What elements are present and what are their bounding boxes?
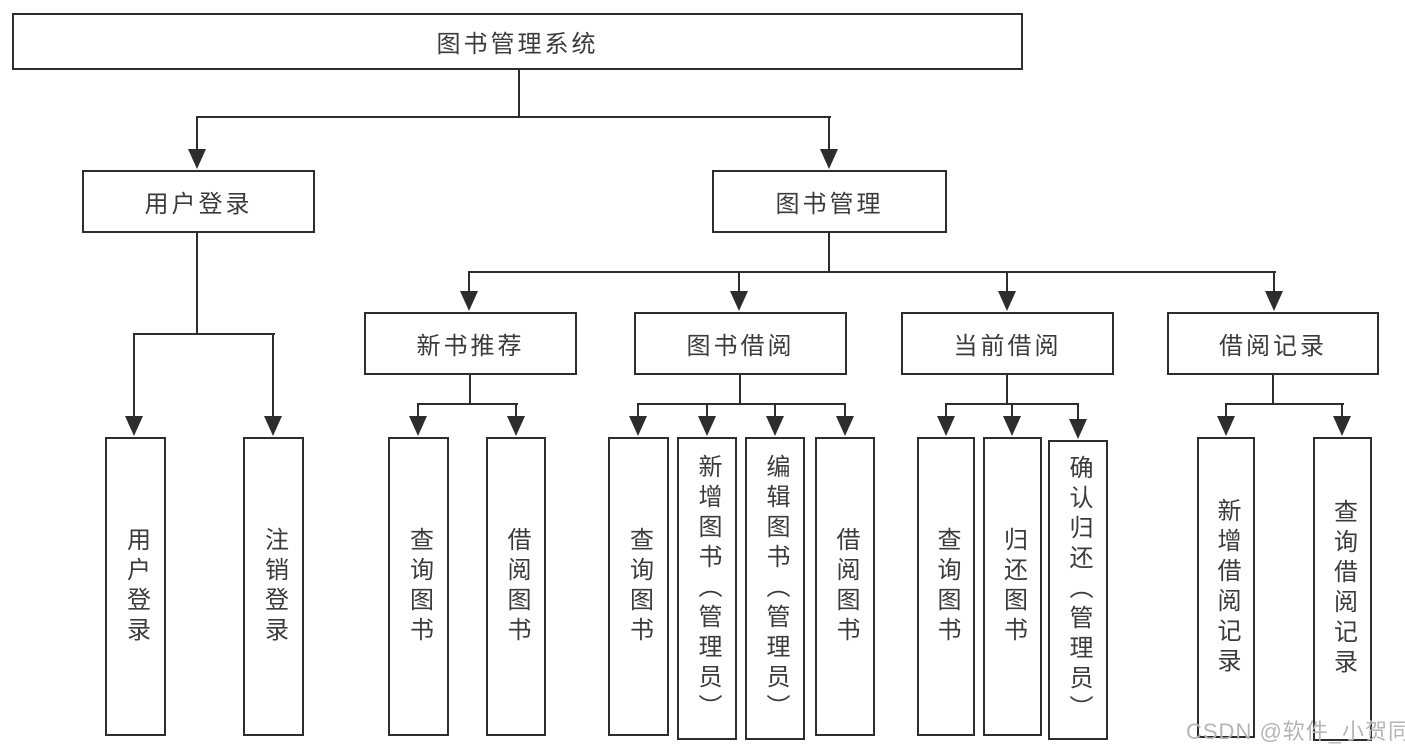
arrow-down-icon [264,416,282,436]
connector-book-mgmt-stem [828,233,830,273]
connector-arrow-stem [945,403,947,419]
leaf-label: 查询图书 [625,526,653,647]
arrow-down-icon [409,416,427,436]
leaf-label: 归还图书 [999,526,1027,647]
connector-arrow-stem [417,403,419,419]
leaf-borrow-books-recommend: 借阅图书 [486,437,546,736]
leaf-label: 新增图书（管理员） [694,453,721,724]
node-label: 当前借阅 [953,333,1062,360]
connector-group-split [637,403,846,405]
arrow-down-icon [188,149,206,169]
arrow-down-icon [820,149,838,169]
connector-group-split [417,403,518,405]
connector-level1-split [196,116,831,118]
connector-arrow-stem [1006,271,1008,294]
connector-arrow-stem [196,116,198,152]
arrow-down-icon [937,416,955,436]
connector-group-stem [1006,375,1008,405]
leaf-return-books: 归还图书 [983,437,1042,736]
connector-arrow-stem [1011,403,1013,419]
node-label: 图书管理系统 [436,31,599,58]
arrow-down-icon [1003,416,1021,436]
connector-arrow-stem [1341,403,1343,419]
connector-group-stem [1272,375,1274,405]
watermark-text: CSDN @软件_小贺同学 [1186,719,1405,744]
leaf-label: 新增借阅记录 [1213,497,1240,678]
node-library-management-system: 图书管理系统 [12,13,1023,70]
arrow-down-icon [998,291,1016,311]
arrow-down-icon [1217,416,1235,436]
leaf-label: 查询图书 [933,526,960,647]
leaf-query-borrow-record: 查询借阅记录 [1313,437,1372,741]
leaf-add-book-admin: 新增图书（管理员） [677,437,737,740]
arrow-down-icon [629,416,647,436]
node-label: 图书借阅 [686,333,795,360]
arrow-down-icon [766,416,784,436]
leaf-query-books-recommend: 查询图书 [388,437,449,736]
leaf-query-books-borrow: 查询图书 [608,437,669,736]
leaf-borrow-books-borrow: 借阅图书 [815,437,875,736]
connector-arrow-stem [738,271,740,294]
leaf-logout: 注销登录 [243,437,304,736]
connector-user-login-stem [196,233,198,335]
node-borrowing-records: 借阅记录 [1167,312,1379,375]
connector-group-split [1225,403,1344,405]
leaf-user-login: 用户登录 [105,437,166,736]
connector-arrow-stem [515,403,517,419]
leaf-label: 借阅图书 [503,526,530,647]
arrow-down-icon [836,416,854,436]
connector-arrow-stem [774,403,776,419]
leaf-confirm-return-admin: 确认归还（管理员） [1048,440,1108,740]
leaf-label: 查询借阅记录 [1329,499,1357,679]
leaf-edit-book-admin: 编辑图书（管理员） [745,437,805,740]
connector-arrow-stem [1225,403,1227,419]
connector-arrow-stem [1273,271,1275,294]
connector-arrow-stem [272,333,274,419]
connector-arrow-stem [706,403,708,419]
node-current-borrowing: 当前借阅 [901,312,1114,375]
arrow-down-icon [730,291,748,311]
node-label: 新书推荐 [416,333,525,360]
connector-arrow-stem [133,333,135,419]
connector-arrow-stem [844,403,846,419]
node-label: 借阅记录 [1219,333,1327,360]
connector-level3-split [468,271,1276,273]
leaf-label: 注销登录 [260,526,288,647]
connector-group-stem [469,375,471,405]
leaf-add-borrow-record: 新增借阅记录 [1197,437,1255,738]
leaf-label: 借阅图书 [832,526,859,647]
node-new-book-recommendation: 新书推荐 [364,312,577,375]
arrow-down-icon [1265,291,1283,311]
node-label: 用户登录 [144,191,253,218]
arrow-down-icon [507,416,525,436]
node-label: 图书管理 [775,191,884,218]
node-book-management: 图书管理 [712,170,947,233]
connector-arrow-stem [468,271,470,294]
connector-user-login-split [133,333,275,335]
leaf-label: 编辑图书（管理员） [762,453,789,724]
connector-arrow-stem [828,116,830,152]
arrow-down-icon [1333,416,1351,436]
arrow-down-icon [460,291,478,311]
node-user-login: 用户登录 [82,170,315,233]
leaf-label: 确认归还（管理员） [1065,455,1092,725]
arrow-down-icon [698,416,716,436]
leaf-label: 查询图书 [405,526,433,647]
connector-arrow-stem [637,403,639,419]
arrow-down-icon [1069,419,1087,439]
connector-group-stem [739,375,741,405]
connector-arrow-stem [1077,403,1079,422]
connector-root-stem [518,69,520,118]
leaf-label: 用户登录 [122,526,150,647]
leaf-query-books-current: 查询图书 [917,437,975,736]
arrow-down-icon [125,416,143,436]
node-book-borrowing: 图书借阅 [634,312,847,375]
